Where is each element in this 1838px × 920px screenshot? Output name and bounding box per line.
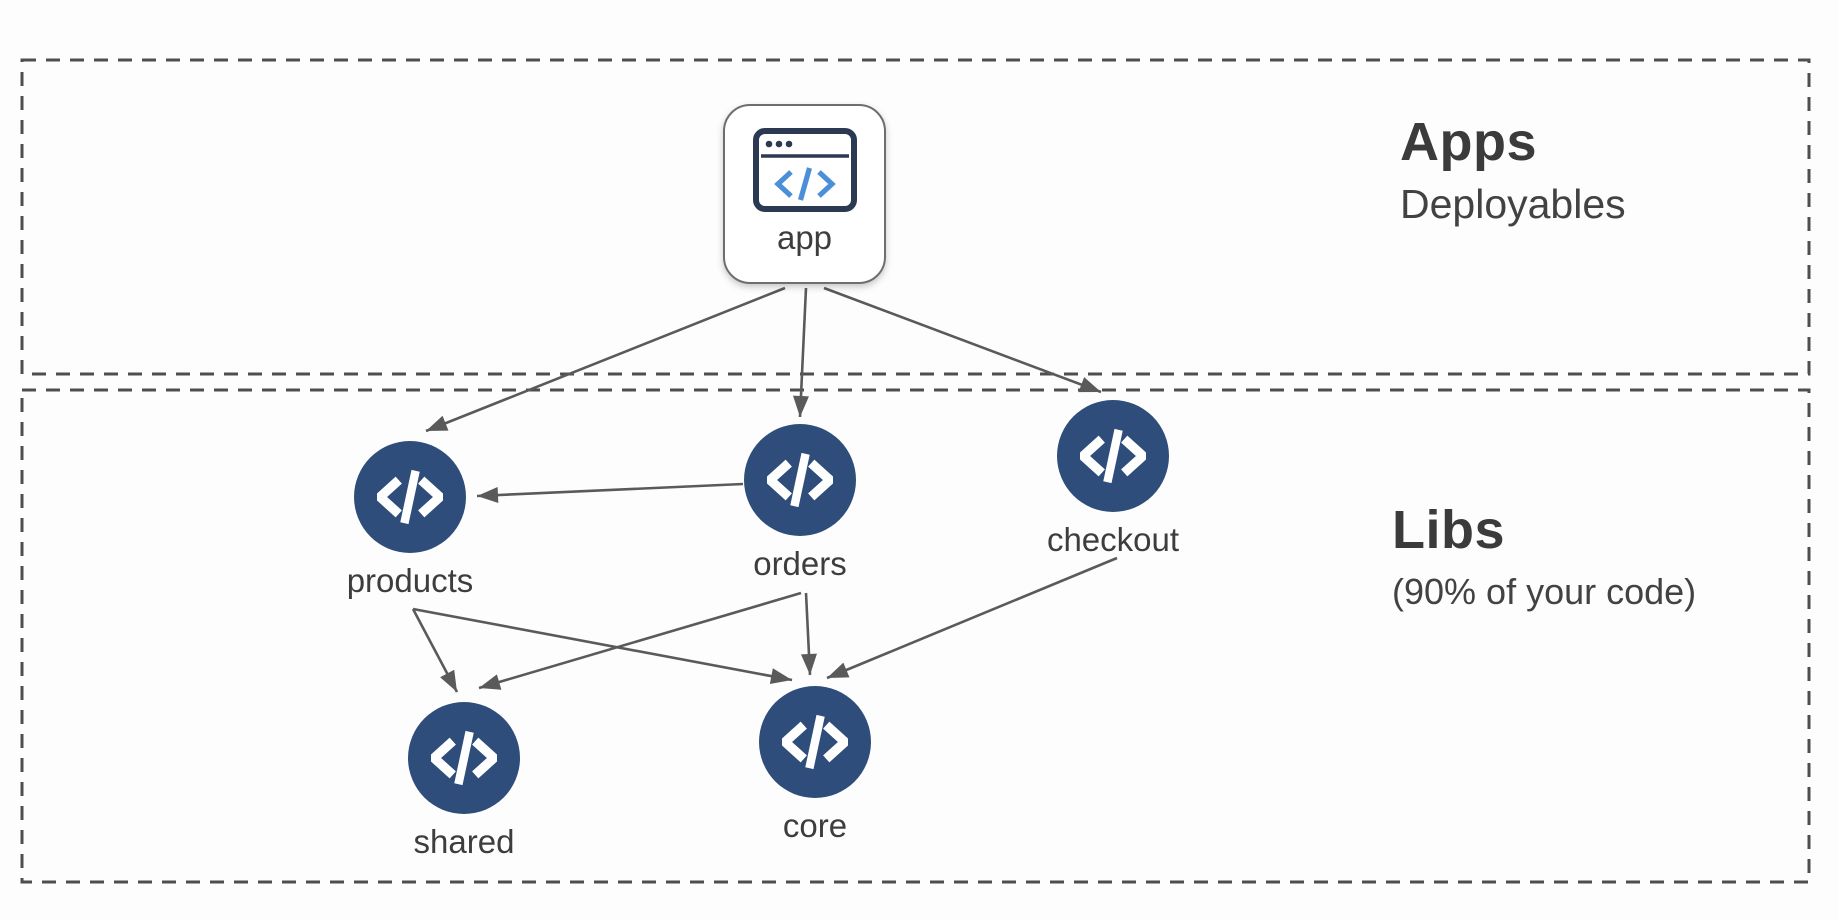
- apps-section-subtitle: Deployables: [1400, 181, 1626, 228]
- node-label: shared: [413, 823, 515, 860]
- node-orders: orders: [700, 424, 900, 583]
- node-label: checkout: [1046, 521, 1180, 558]
- libs-section-subtitle: (90% of your code): [1392, 571, 1697, 613]
- edge-orders-core: [800, 592, 817, 676]
- edge-products-shared: [411, 608, 459, 693]
- code-circle-icon: [744, 424, 856, 536]
- edge-orders-products: [476, 482, 744, 504]
- edge-app-orders: [792, 287, 809, 418]
- node-label: app: [776, 219, 833, 256]
- libs-section-title: Libs: [1392, 500, 1506, 560]
- edge-products-core: [412, 607, 793, 684]
- edge-checkout-core: [826, 556, 1118, 680]
- libs-boundary-box: [20, 388, 1811, 884]
- apps-boundary-box: [20, 58, 1811, 376]
- code-circle-icon: [1057, 400, 1169, 512]
- node-label: orders: [753, 545, 847, 582]
- code-circle-icon: [759, 686, 871, 798]
- code-circle-icon: [408, 702, 520, 814]
- code-icon: [767, 452, 833, 508]
- node-shared: shared: [364, 702, 564, 861]
- code-circle-icon: [354, 441, 466, 553]
- code-icon: [377, 469, 443, 525]
- code-icon: [782, 714, 848, 770]
- code-icon: [1080, 428, 1146, 484]
- node-products: products: [310, 441, 510, 600]
- edge-app-products: [425, 286, 786, 433]
- node-checkout: checkout: [1013, 400, 1213, 559]
- libs-section-label: Libs (90% of your code): [1392, 500, 1696, 614]
- node-app: app: [723, 104, 886, 284]
- apps-section-title: Apps: [1400, 112, 1537, 172]
- edge-app-checkout: [823, 286, 1102, 394]
- apps-section-label: Apps Deployables: [1400, 112, 1626, 230]
- node-label: core: [782, 807, 848, 844]
- edge-orders-shared: [478, 591, 802, 690]
- node-label: products: [346, 562, 474, 599]
- browser-window-code-icon: [752, 128, 857, 212]
- node-core: core: [715, 686, 915, 845]
- code-icon: [431, 730, 497, 786]
